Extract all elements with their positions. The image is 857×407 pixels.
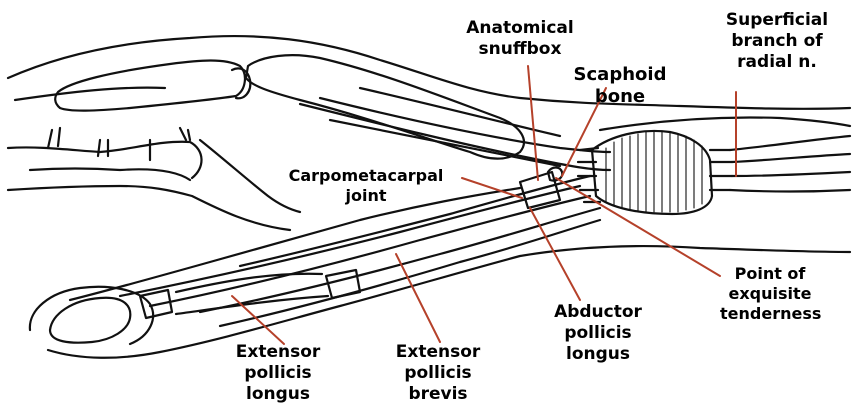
index-phalanx-distal xyxy=(55,61,245,111)
label-line: Abductor xyxy=(548,302,648,323)
forearm-tendon-4 xyxy=(730,190,850,192)
retinaculum-hatching xyxy=(606,132,702,212)
label-line: Superficial xyxy=(712,10,842,31)
label-extensor-pollicis-brevis: Extensor pollicis brevis xyxy=(388,342,488,405)
tendon-extra-2 xyxy=(220,220,600,326)
label-superficial-branch: Superficial branch of radial n. xyxy=(712,10,842,73)
label-carpometacarpal-joint: Carpometacarpal joint xyxy=(276,166,456,206)
label-line: Extensor xyxy=(228,342,328,363)
label-line: tenderness xyxy=(720,304,820,324)
label-line: bone xyxy=(570,86,670,108)
label-line: longus xyxy=(228,384,328,405)
forearm-tendon-2 xyxy=(732,154,850,162)
metacarpal-knuckle xyxy=(232,68,250,98)
label-line: pollicis xyxy=(388,363,488,384)
label-extensor-pollicis-longus: Extensor pollicis longus xyxy=(228,342,328,405)
label-line: pollicis xyxy=(548,323,648,344)
label-point-of-tenderness: Point of exquisite tenderness xyxy=(720,264,820,324)
label-line: longus xyxy=(548,344,648,365)
label-line: Point of xyxy=(720,264,820,284)
label-anatomical-snuffbox: Anatomical snuffbox xyxy=(446,18,594,60)
finger-contour-3 xyxy=(30,169,190,181)
radial-nerve-branch xyxy=(600,118,850,131)
leader-extensor-pollicis-brevis xyxy=(396,254,440,342)
label-line: Extensor xyxy=(388,342,488,363)
index-phalanx-proximal xyxy=(246,55,524,159)
label-line: Scaphoid xyxy=(570,64,670,86)
label-line: joint xyxy=(276,186,456,206)
leader-carpometacarpal-joint xyxy=(462,178,522,198)
retinaculum-tendons-right xyxy=(710,150,732,190)
label-line: snuffbox xyxy=(446,39,594,60)
scaphoid-nodule xyxy=(548,168,562,181)
thumbnail xyxy=(50,298,130,343)
label-line: exquisite xyxy=(720,284,820,304)
label-line: Anatomical xyxy=(446,18,594,39)
finger-contour-2 xyxy=(8,186,290,230)
label-line: Carpometacarpal xyxy=(276,166,456,186)
forearm-tendon-1 xyxy=(730,136,850,150)
label-line: pollicis xyxy=(228,363,328,384)
knuckle-fold xyxy=(15,88,165,100)
thumb-joint-2 xyxy=(326,270,360,298)
label-abductor-pollicis-longus: Abductor pollicis longus xyxy=(548,302,648,365)
label-scaphoid-bone: Scaphoid bone xyxy=(570,64,670,108)
label-line: radial n. xyxy=(712,52,842,73)
leader-anatomical-snuffbox xyxy=(528,66,538,180)
finger-tip-marks xyxy=(48,128,190,160)
tendon-epb xyxy=(150,196,590,306)
label-line: brevis xyxy=(388,384,488,405)
forearm-tendon-3 xyxy=(732,172,850,176)
label-line: branch of xyxy=(712,31,842,52)
